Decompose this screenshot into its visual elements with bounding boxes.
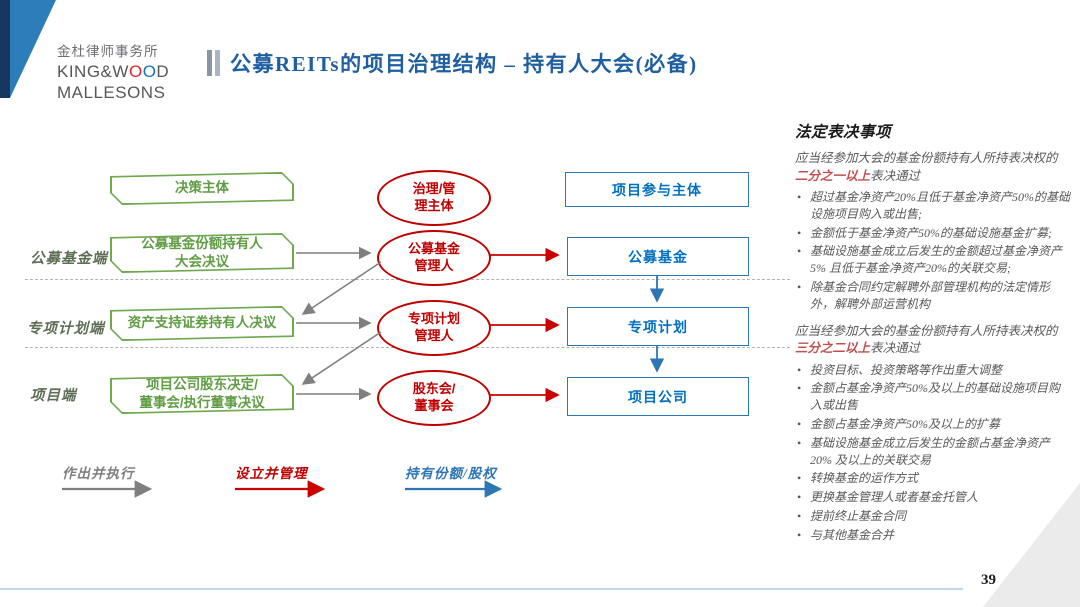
- bullet-item: 基础设施基金成立后发生的金额占基金净资产20% 及以上的关联交易: [795, 435, 1070, 469]
- project-company-label: 项目公司: [628, 388, 688, 405]
- title-bar-icon: [207, 50, 212, 76]
- red-oval-shareholder-board: 股东会/ 董事会: [377, 370, 491, 426]
- bullet-item: 转换基金的运作方式: [795, 470, 1070, 487]
- red-oval-governance-header: 治理/管 理主体: [377, 170, 491, 226]
- logo-english-name-line1: KING&WOOD: [57, 61, 170, 81]
- arrow-fund-manager-to-abs-resolution: [301, 261, 382, 315]
- two-thirds-intro: 应当经参加大会的基金份额持有人所持表决权的三分之二以上表决通过: [795, 323, 1058, 356]
- logo-chinese-name: 金杜律师事务所: [57, 44, 159, 59]
- two-thirds-highlight: 三分之二以上: [795, 341, 871, 356]
- title-bar-icon: [215, 50, 220, 76]
- project-resolution-line2: 董事会/执行董事决议: [139, 395, 265, 410]
- logo-blue-o-icon: O: [142, 61, 157, 81]
- green-box-fund-resolution: 公募基金份额持有人 大会决议: [110, 233, 294, 273]
- logo-navy-stripe: [0, 0, 10, 98]
- bullet-item: 与其他基金合并: [795, 527, 1070, 544]
- blue-box-special-plan: 专项计划: [567, 307, 749, 346]
- row-label-project: 项目端: [30, 388, 77, 404]
- decision-header-label: 决策主体: [175, 180, 229, 196]
- bullet-item: 超过基金净资产20%且低于基金净资产50%的基础设施项目购入或出售;: [795, 189, 1070, 223]
- page-number: 39: [981, 572, 996, 588]
- red-oval-plan-manager: 专项计划 管理人: [377, 300, 491, 356]
- plan-manager-line1: 专项计划: [407, 311, 460, 327]
- bullet-item: 金额占基金净资产50%及以上的基础设施项目购入或出售: [795, 380, 1070, 414]
- panel-heading: 法定表决事项: [795, 124, 892, 141]
- row-label-plan: 专项计划端: [27, 321, 105, 337]
- plan-manager-line2: 管理人: [414, 328, 454, 343]
- green-box-project-resolution: 项目公司股东决定/ 董事会/执行董事决议: [110, 374, 294, 414]
- shareholder-board-line2: 董事会: [414, 398, 454, 413]
- bullet-item: 更换基金管理人或者基金托管人: [795, 489, 1070, 506]
- bullet-item: 基础设施基金成立后发生的金额超过基金净资产5% 且低于基金净资产20%的关联交易…: [795, 243, 1070, 277]
- public-fund-label: 公募基金: [628, 248, 688, 265]
- legend-label-make-execute: 作出并执行: [62, 466, 135, 481]
- bullet-item: 提前终止基金合同: [795, 508, 1070, 525]
- logo-english-name-line2: MALLESONS: [57, 83, 166, 103]
- governance-header-line1: 治理/管: [412, 181, 456, 197]
- bullet-item: 金额低于基金净资产50%的基础设施基金扩募;: [795, 225, 1070, 242]
- green-box-abs-resolution: 资产支持证券持有人决议: [110, 306, 294, 341]
- footer-line: [0, 588, 963, 590]
- page-title: 公募REITs的项目治理结构 – 持有人大会(必备): [230, 52, 698, 76]
- blue-box-public-fund: 公募基金: [567, 237, 749, 276]
- green-box-decision-header: 决策主体: [110, 172, 294, 205]
- half-majority-highlight: 二分之一以上: [795, 168, 871, 183]
- governance-header-line2: 理主体: [414, 198, 454, 213]
- fund-manager-line2: 管理人: [414, 258, 454, 273]
- bullet-item: 投资目标、投资策略等作出重大调整: [795, 362, 1070, 379]
- bullet-item: 除基金合同约定解聘外部管理机构的法定情形外，解聘外部运营机构: [795, 279, 1070, 313]
- shareholder-board-line1: 股东会/: [412, 381, 456, 397]
- half-majority-intro: 应当经参加大会的基金份额持有人所持表决权的二分之一以上表决通过: [795, 151, 1058, 183]
- blue-box-project-company: 项目公司: [567, 377, 749, 416]
- project-resolution-line1: 项目公司股东决定/: [146, 376, 258, 392]
- logo-blue-triangle: [10, 0, 56, 98]
- row-label-fund: 公募基金端: [30, 251, 108, 267]
- fund-resolution-line1: 公募基金份额持有人: [141, 235, 263, 251]
- logo-red-o-icon: O: [128, 61, 143, 81]
- firm-logo: 金杜律师事务所 KING&WOOD MALLESONS: [57, 44, 169, 103]
- arrow-plan-manager-to-project-resolution: [301, 331, 382, 385]
- special-plan-label: 专项计划: [628, 318, 688, 335]
- legend-label-establish-manage: 设立并管理: [235, 466, 308, 481]
- red-oval-fund-manager: 公募基金 管理人: [377, 230, 491, 286]
- half-majority-bullet-list: 超过基金净资产20%且低于基金净资产50%的基础设施项目购入或出售; 金额低于基…: [795, 189, 1070, 313]
- participant-header-label: 项目参与主体: [612, 181, 702, 198]
- fund-manager-line1: 公募基金: [407, 241, 460, 257]
- two-thirds-bullet-list: 投资目标、投资策略等作出重大调整 金额占基金净资产50%及以上的基础设施项目购入…: [795, 362, 1070, 544]
- legend-label-hold-share: 持有份额/股权: [405, 466, 497, 481]
- blue-box-participant-header: 项目参与主体: [565, 172, 749, 207]
- fund-resolution-line2: 大会决议: [175, 254, 229, 269]
- statutory-voting-panel: 法定表决事项 应当经参加大会的基金份额持有人所持表决权的二分之一以上表决通过 超…: [795, 120, 1070, 554]
- abs-resolution-label: 资产支持证券持有人决议: [127, 315, 277, 331]
- title-block: 公募REITs的项目治理结构 – 持有人大会(必备): [207, 48, 698, 78]
- bullet-item: 金额占基金净资产50%及以上的扩募: [795, 416, 1070, 433]
